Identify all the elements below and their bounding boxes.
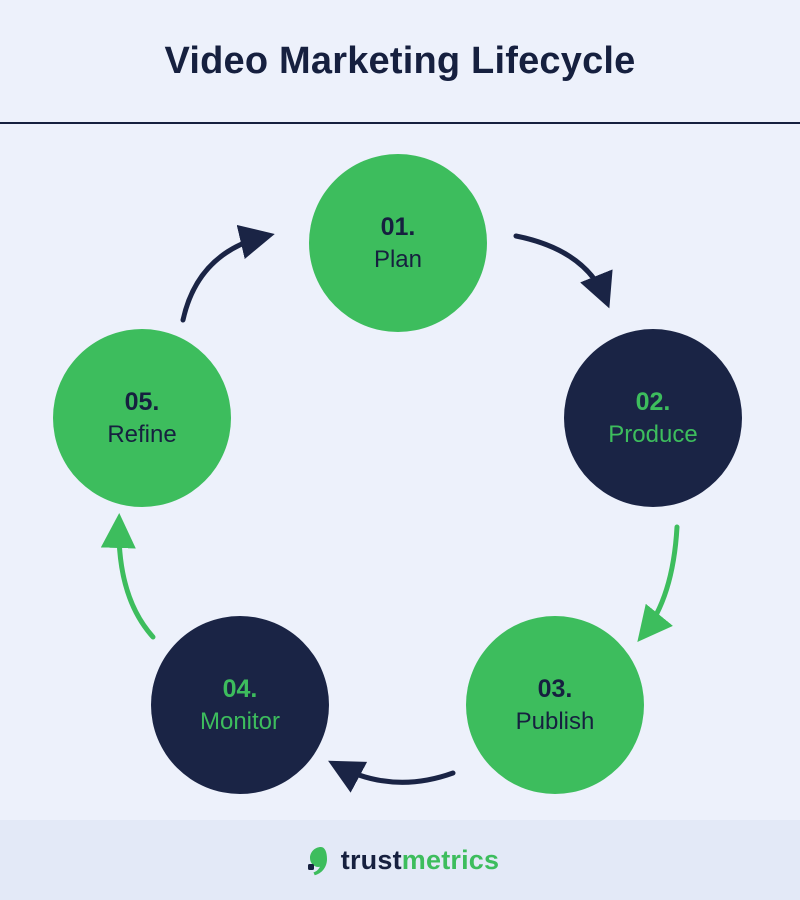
step-produce: 02. Produce [564, 329, 742, 507]
step-label: Produce [608, 420, 698, 448]
step-number: 05. [124, 387, 160, 416]
header-divider [0, 122, 800, 124]
arrow-plan-to-produce [513, 233, 613, 309]
step-number: 02. [635, 387, 671, 416]
arrow-publish-to-monitor [328, 760, 456, 793]
quote-icon [301, 844, 333, 876]
arrow-produce-to-publish [637, 524, 680, 642]
arrow-refine-to-plan [180, 224, 275, 323]
step-number: 03. [537, 674, 573, 703]
brand-first: trust [340, 844, 402, 875]
step-number: 01. [380, 212, 416, 241]
brand-second: metrics [401, 844, 500, 875]
step-label: Refine [107, 420, 177, 448]
step-label: Plan [373, 245, 423, 273]
page-title: Video Marketing Lifecycle [164, 39, 636, 82]
step-number: 04. [222, 674, 258, 703]
step-plan: 01. Plan [309, 154, 487, 332]
brand-name: trustmetrics [341, 845, 499, 876]
header: Video Marketing Lifecycle [0, 0, 800, 122]
step-refine: 05. Refine [53, 329, 231, 507]
step-label: Publish [515, 707, 595, 735]
footer: trustmetrics [0, 820, 800, 900]
step-monitor: 04. Monitor [151, 616, 329, 794]
step-publish: 03. Publish [466, 616, 644, 794]
step-label: Monitor [199, 707, 281, 735]
arrow-monitor-to-refine [100, 513, 156, 640]
